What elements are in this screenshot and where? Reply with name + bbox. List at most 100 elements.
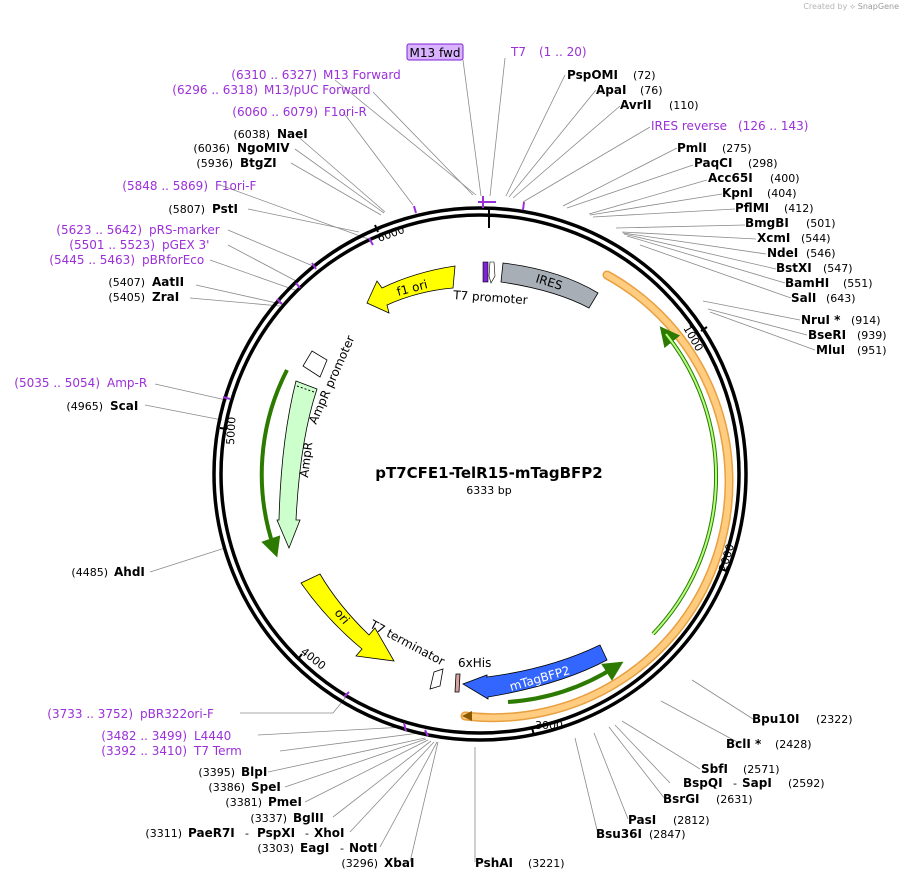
- enzyme-psti-name: PstI: [212, 202, 238, 216]
- enzyme-pasi-pos: (2812): [673, 814, 710, 827]
- orf-arrow-bottom: [507, 661, 624, 704]
- enzyme-paer7i-sep2: -: [305, 827, 309, 840]
- enzyme-bcli-pos: (2428): [775, 738, 812, 751]
- enzyme-bamhi-name: BamHI: [785, 276, 829, 290]
- plasmid-size: 6333 bp: [466, 484, 511, 497]
- pbr322ori-name: pBR322ori-F: [140, 707, 214, 721]
- l4440-name: L4440: [194, 729, 231, 743]
- enzyme-pshai-name: PshAI: [475, 856, 513, 870]
- enzyme-avrii-pos: (110): [669, 99, 699, 112]
- f1ori-f-name: F1ori-F: [215, 179, 256, 193]
- enzyme-bglii-pos: (3337): [250, 812, 287, 825]
- pbrforeco-name: pBRforEco: [142, 253, 204, 267]
- enzyme-ahdi-name: AhdI: [114, 565, 145, 579]
- orange-region-fill: [462, 272, 733, 721]
- enzyme-pspomi-pos: (72): [633, 69, 656, 82]
- enzyme-acc65i-name: Acc65I: [708, 171, 753, 185]
- primer-sites: [222, 196, 525, 737]
- enzyme-apai-pos: (76): [640, 84, 663, 97]
- feature-ampr: AmpR: [276, 380, 318, 550]
- feature-ampr-promoter: AmpR promoter: [302, 333, 358, 426]
- prs-marker-name: pRS-marker: [149, 223, 220, 237]
- m13-forward-pos: (6310 .. 6327): [231, 68, 317, 82]
- enzyme-kpni-name: KpnI: [722, 186, 753, 200]
- enzyme-pflmi-name: PflMI: [735, 201, 769, 215]
- enzyme-apai-name: ApaI: [596, 83, 626, 97]
- enzyme-xcmi-name: XcmI: [757, 231, 790, 245]
- ampr-label: AmpR: [297, 441, 315, 478]
- enzyme-scai-pos: (4965): [66, 400, 103, 413]
- enzyme-eagi-name: EagI: [300, 841, 329, 855]
- enzyme-bsrgi-name: BsrGI: [663, 792, 700, 806]
- enzyme-pmli-pos: (275): [722, 142, 752, 155]
- enzyme-noti-name: NotI: [349, 841, 378, 855]
- enzyme-ngomiv-pos: (6036): [193, 142, 230, 155]
- enzyme-nrui-name: NruI *: [801, 313, 841, 327]
- enzyme-bsu36i-name: Bsu36I: [596, 827, 642, 841]
- enzyme-bstxi-name: BstXI: [776, 261, 812, 275]
- enzyme-spei-pos: (3386): [208, 781, 245, 794]
- enzyme-paer7i-sep1: -: [245, 827, 249, 840]
- enzyme-paqci-name: PaqCI: [694, 156, 732, 170]
- enzyme-eagi-sep: -: [340, 842, 344, 855]
- enzyme-blpi-pos: (3395): [198, 766, 235, 779]
- orf-arrow-right-fill: [652, 333, 718, 635]
- leader-lines: [144, 57, 816, 863]
- snapgene-logo-icon: ⟡: [849, 2, 856, 11]
- enzyme-paer7i-name: PaeR7I: [188, 826, 235, 840]
- enzyme-sapi-name: SapI: [742, 776, 772, 790]
- tick-5000: 5000: [224, 417, 238, 446]
- enzyme-paqci-pos: (298): [748, 157, 778, 170]
- amp-r-pos: (5035 .. 5054): [14, 376, 100, 390]
- m13-fwd-box: [406, 43, 464, 61]
- enzyme-xhoi-name: XhoI: [314, 826, 345, 840]
- ires-reverse-pos: (126 .. 143): [738, 119, 808, 133]
- snapgene-credit: Created by ⟡ SnapGene: [803, 2, 899, 12]
- enzyme-btgzi-pos: (5936): [196, 157, 233, 170]
- t7-primer-name: T7: [510, 45, 526, 59]
- enzyme-avrii-name: AvrII: [620, 98, 652, 112]
- enzyme-sali-pos: (643): [826, 292, 856, 305]
- feature-f1-ori: f1 ori: [366, 265, 456, 314]
- t7-term-name: T7 Term: [193, 744, 242, 758]
- pbr322ori-pos: (3733 .. 3752): [47, 707, 133, 721]
- m13-fwd-label: M13 fwd: [410, 46, 461, 60]
- enzyme-mlui-name: MluI: [816, 343, 845, 357]
- enzyme-sbfi-name: SbfI: [701, 762, 728, 776]
- enzyme-bglii-name: BglII: [293, 811, 324, 825]
- plasmid-backbone-outer: [212, 206, 748, 742]
- enzyme-bspqi-sep: -: [733, 777, 737, 790]
- enzyme-xcmi-pos: (544): [801, 232, 831, 245]
- tick-marks: [219, 208, 727, 736]
- enzyme-pmei-name: PmeI: [268, 795, 302, 809]
- enzyme-bpu10i-name: Bpu10I: [752, 712, 799, 726]
- prs-marker-pos: (5623 .. 5642): [56, 223, 142, 237]
- enzyme-bcli-name: BclI *: [726, 737, 762, 751]
- tick-3000: 3000: [535, 719, 563, 732]
- enzyme-bstxi-pos: (547): [823, 262, 853, 275]
- enzyme-eagi-pos: (3303): [257, 842, 294, 855]
- enzyme-naei-name: NaeI: [277, 127, 308, 141]
- enzyme-psti-pos: (5807): [168, 203, 205, 216]
- plasmid-name: pT7CFE1-TelR15-mTagBFP2: [375, 464, 602, 482]
- orf-arrow-left: [259, 369, 289, 558]
- m13puc-pos: (6296 .. 6318): [172, 83, 258, 97]
- enzyme-blpi-name: BlpI: [241, 765, 267, 779]
- ampr-promoter-label: AmpR promoter: [306, 333, 358, 426]
- f1ori-r-name: F1ori-R: [324, 105, 367, 119]
- enzyme-sbfi-pos: (2571): [743, 763, 780, 776]
- ires-reverse-name: IRES reverse: [651, 119, 727, 133]
- enzyme-spei-name: SpeI: [251, 780, 281, 794]
- credit-brand: SnapGene: [857, 2, 899, 11]
- pgex-pos: (5501 .. 5523): [69, 238, 155, 252]
- enzyme-scai-name: ScaI: [110, 399, 138, 413]
- feature-ires: IRES: [500, 262, 599, 309]
- tick-4000: 4000: [298, 645, 328, 672]
- m13-forward-name: M13 Forward: [323, 68, 401, 82]
- t7-primer-pos: (1 .. 20): [539, 45, 587, 59]
- feature-6xhis: 6xHis: [454, 656, 491, 693]
- feature-ori: ori: [300, 573, 395, 662]
- amp-r-name: Amp-R: [107, 376, 147, 390]
- enzyme-pmli-name: PmlI: [677, 141, 707, 155]
